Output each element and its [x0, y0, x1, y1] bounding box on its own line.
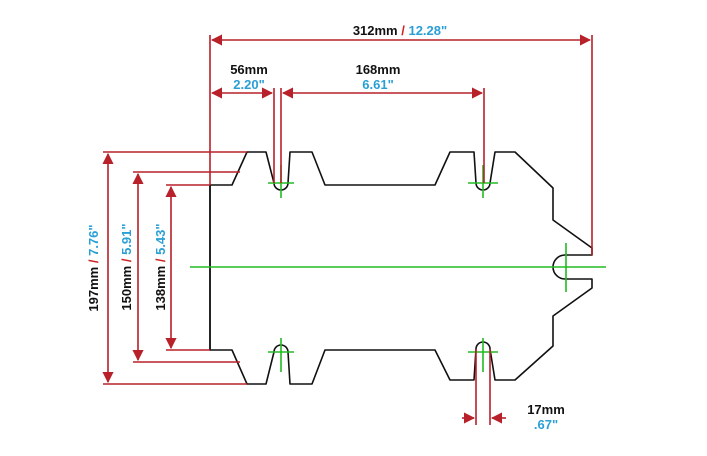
label-front-offset-mm: 56mm	[230, 62, 268, 77]
label-slot-width-mm: 17mm	[527, 402, 565, 417]
label-mid-width: 150mm / 5.91"	[119, 223, 134, 310]
label-outer-width: 197mm / 7.76"	[86, 224, 101, 311]
label-front-offset-inch: 2.20"	[233, 77, 264, 92]
part-outline	[209, 151, 593, 385]
dimension-lines	[102, 34, 593, 425]
label-inner-width: 138mm / 5.43"	[153, 223, 168, 310]
label-hole-spacing-mm: 168mm	[356, 62, 401, 77]
label-overall-length: 312mm / 12.28"	[353, 23, 447, 38]
centerlines	[190, 165, 606, 372]
label-hole-spacing-inch: 6.61"	[362, 77, 393, 92]
label-slot-width-inch: .67"	[534, 417, 558, 432]
